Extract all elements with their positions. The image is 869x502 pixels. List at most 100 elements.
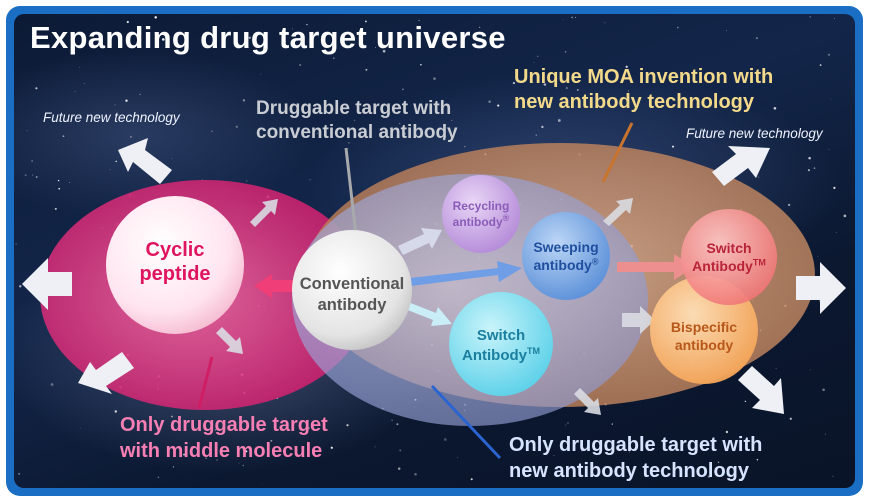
- star: [399, 449, 402, 452]
- star: [128, 120, 131, 122]
- star: [306, 24, 308, 26]
- cyclic-peptide-label-line2: peptide: [139, 263, 211, 285]
- switch-antibody-blue-label-line2: Antibody: [462, 347, 527, 364]
- star: [95, 114, 98, 117]
- star: [109, 169, 111, 171]
- arrow-to-switch-blue-icon: [400, 300, 452, 326]
- pointer-line-conventional: [344, 147, 359, 245]
- star: [139, 93, 141, 95]
- star: [125, 99, 128, 102]
- sweeping-antibody-label: Sweeping antibody®: [522, 238, 610, 274]
- star: [843, 214, 847, 218]
- star: [238, 463, 240, 464]
- star: [562, 19, 564, 20]
- new-antibody-technology-label-line2: new antibody technology: [509, 460, 750, 482]
- star: [346, 424, 349, 427]
- pointer-line-new-antibody: [430, 384, 502, 460]
- star: [374, 446, 376, 448]
- star: [309, 179, 311, 181]
- star: [835, 231, 837, 233]
- star: [420, 132, 423, 135]
- bispecific-antibody-label: Bispecific antibody: [656, 318, 752, 354]
- star: [15, 243, 17, 245]
- star: [114, 410, 117, 413]
- star: [581, 450, 583, 452]
- star: [19, 285, 22, 288]
- arrow-up-right-icon: [250, 199, 278, 227]
- star: [557, 119, 561, 122]
- star: [700, 128, 703, 132]
- star: [725, 30, 727, 31]
- star: [756, 458, 759, 461]
- star: [478, 26, 481, 28]
- switch-antibody-red-label: Switch AntibodyTM: [681, 239, 777, 275]
- star: [114, 104, 116, 106]
- star: [31, 160, 34, 162]
- future-arrow-left-icon: [22, 258, 72, 310]
- star: [171, 415, 173, 418]
- star: [543, 83, 547, 86]
- switch-antibody-red-label-line2: Antibody: [692, 258, 753, 274]
- star: [35, 87, 38, 90]
- unique-moa-label: Unique MOA invention with new antibody t…: [514, 65, 773, 115]
- future-arrow-up-right-icon: [712, 146, 770, 186]
- star: [57, 179, 60, 182]
- star: [809, 16, 811, 18]
- druggable-conventional-label-line1: Druggable target with: [256, 98, 452, 119]
- star: [54, 207, 57, 210]
- star: [565, 424, 567, 426]
- recycling-antibody-label-line2: antibody: [452, 215, 503, 229]
- middle-molecule-label: Only druggable target with middle molecu…: [120, 412, 328, 464]
- star: [50, 383, 54, 386]
- star: [397, 467, 401, 470]
- future-arrow-down-left-icon: [78, 352, 134, 394]
- star: [332, 57, 335, 60]
- druggable-conventional-label-line2: conventional antibody: [256, 122, 458, 143]
- star: [442, 137, 446, 141]
- star: [348, 148, 349, 150]
- star: [74, 91, 76, 92]
- star: [553, 455, 555, 456]
- star: [403, 132, 406, 135]
- switch-antibody-blue-circle: [449, 292, 553, 396]
- star: [541, 125, 544, 129]
- trademark-mark: TM: [527, 346, 540, 356]
- star: [676, 79, 678, 81]
- star: [457, 457, 458, 458]
- star: [161, 38, 165, 41]
- sweeping-antibody-label-line2: antibody: [533, 257, 592, 273]
- star: [533, 62, 535, 63]
- star: [339, 132, 342, 134]
- star: [808, 156, 811, 160]
- star: [830, 98, 832, 100]
- star: [787, 203, 791, 207]
- bispecific-antibody-label-line2: antibody: [674, 337, 734, 353]
- star: [347, 141, 350, 144]
- arrow-to-cyclic-icon: [254, 274, 302, 298]
- star: [235, 125, 238, 128]
- star: [755, 37, 758, 40]
- conventional-antibody-circle: [292, 230, 412, 350]
- star: [205, 457, 207, 459]
- star: [292, 28, 293, 30]
- star: [751, 76, 753, 77]
- star: [744, 400, 747, 403]
- registered-mark: ®: [502, 213, 510, 223]
- star: [396, 423, 399, 426]
- star: [833, 186, 836, 189]
- star: [807, 169, 810, 172]
- future-arrow-up-left-icon: [118, 138, 172, 184]
- star: [31, 174, 33, 176]
- star: [433, 77, 436, 80]
- registered-mark: ®: [591, 256, 599, 267]
- star: [497, 104, 500, 107]
- star: [629, 451, 630, 453]
- star: [536, 55, 539, 58]
- cyclic-peptide-circle: [106, 196, 244, 334]
- star: [62, 135, 65, 138]
- sweeping-antibody-circle: [522, 212, 610, 300]
- cyclic-peptide-label: Cyclic peptide: [106, 238, 244, 286]
- star: [262, 111, 264, 113]
- star: [775, 368, 777, 369]
- star: [69, 181, 71, 184]
